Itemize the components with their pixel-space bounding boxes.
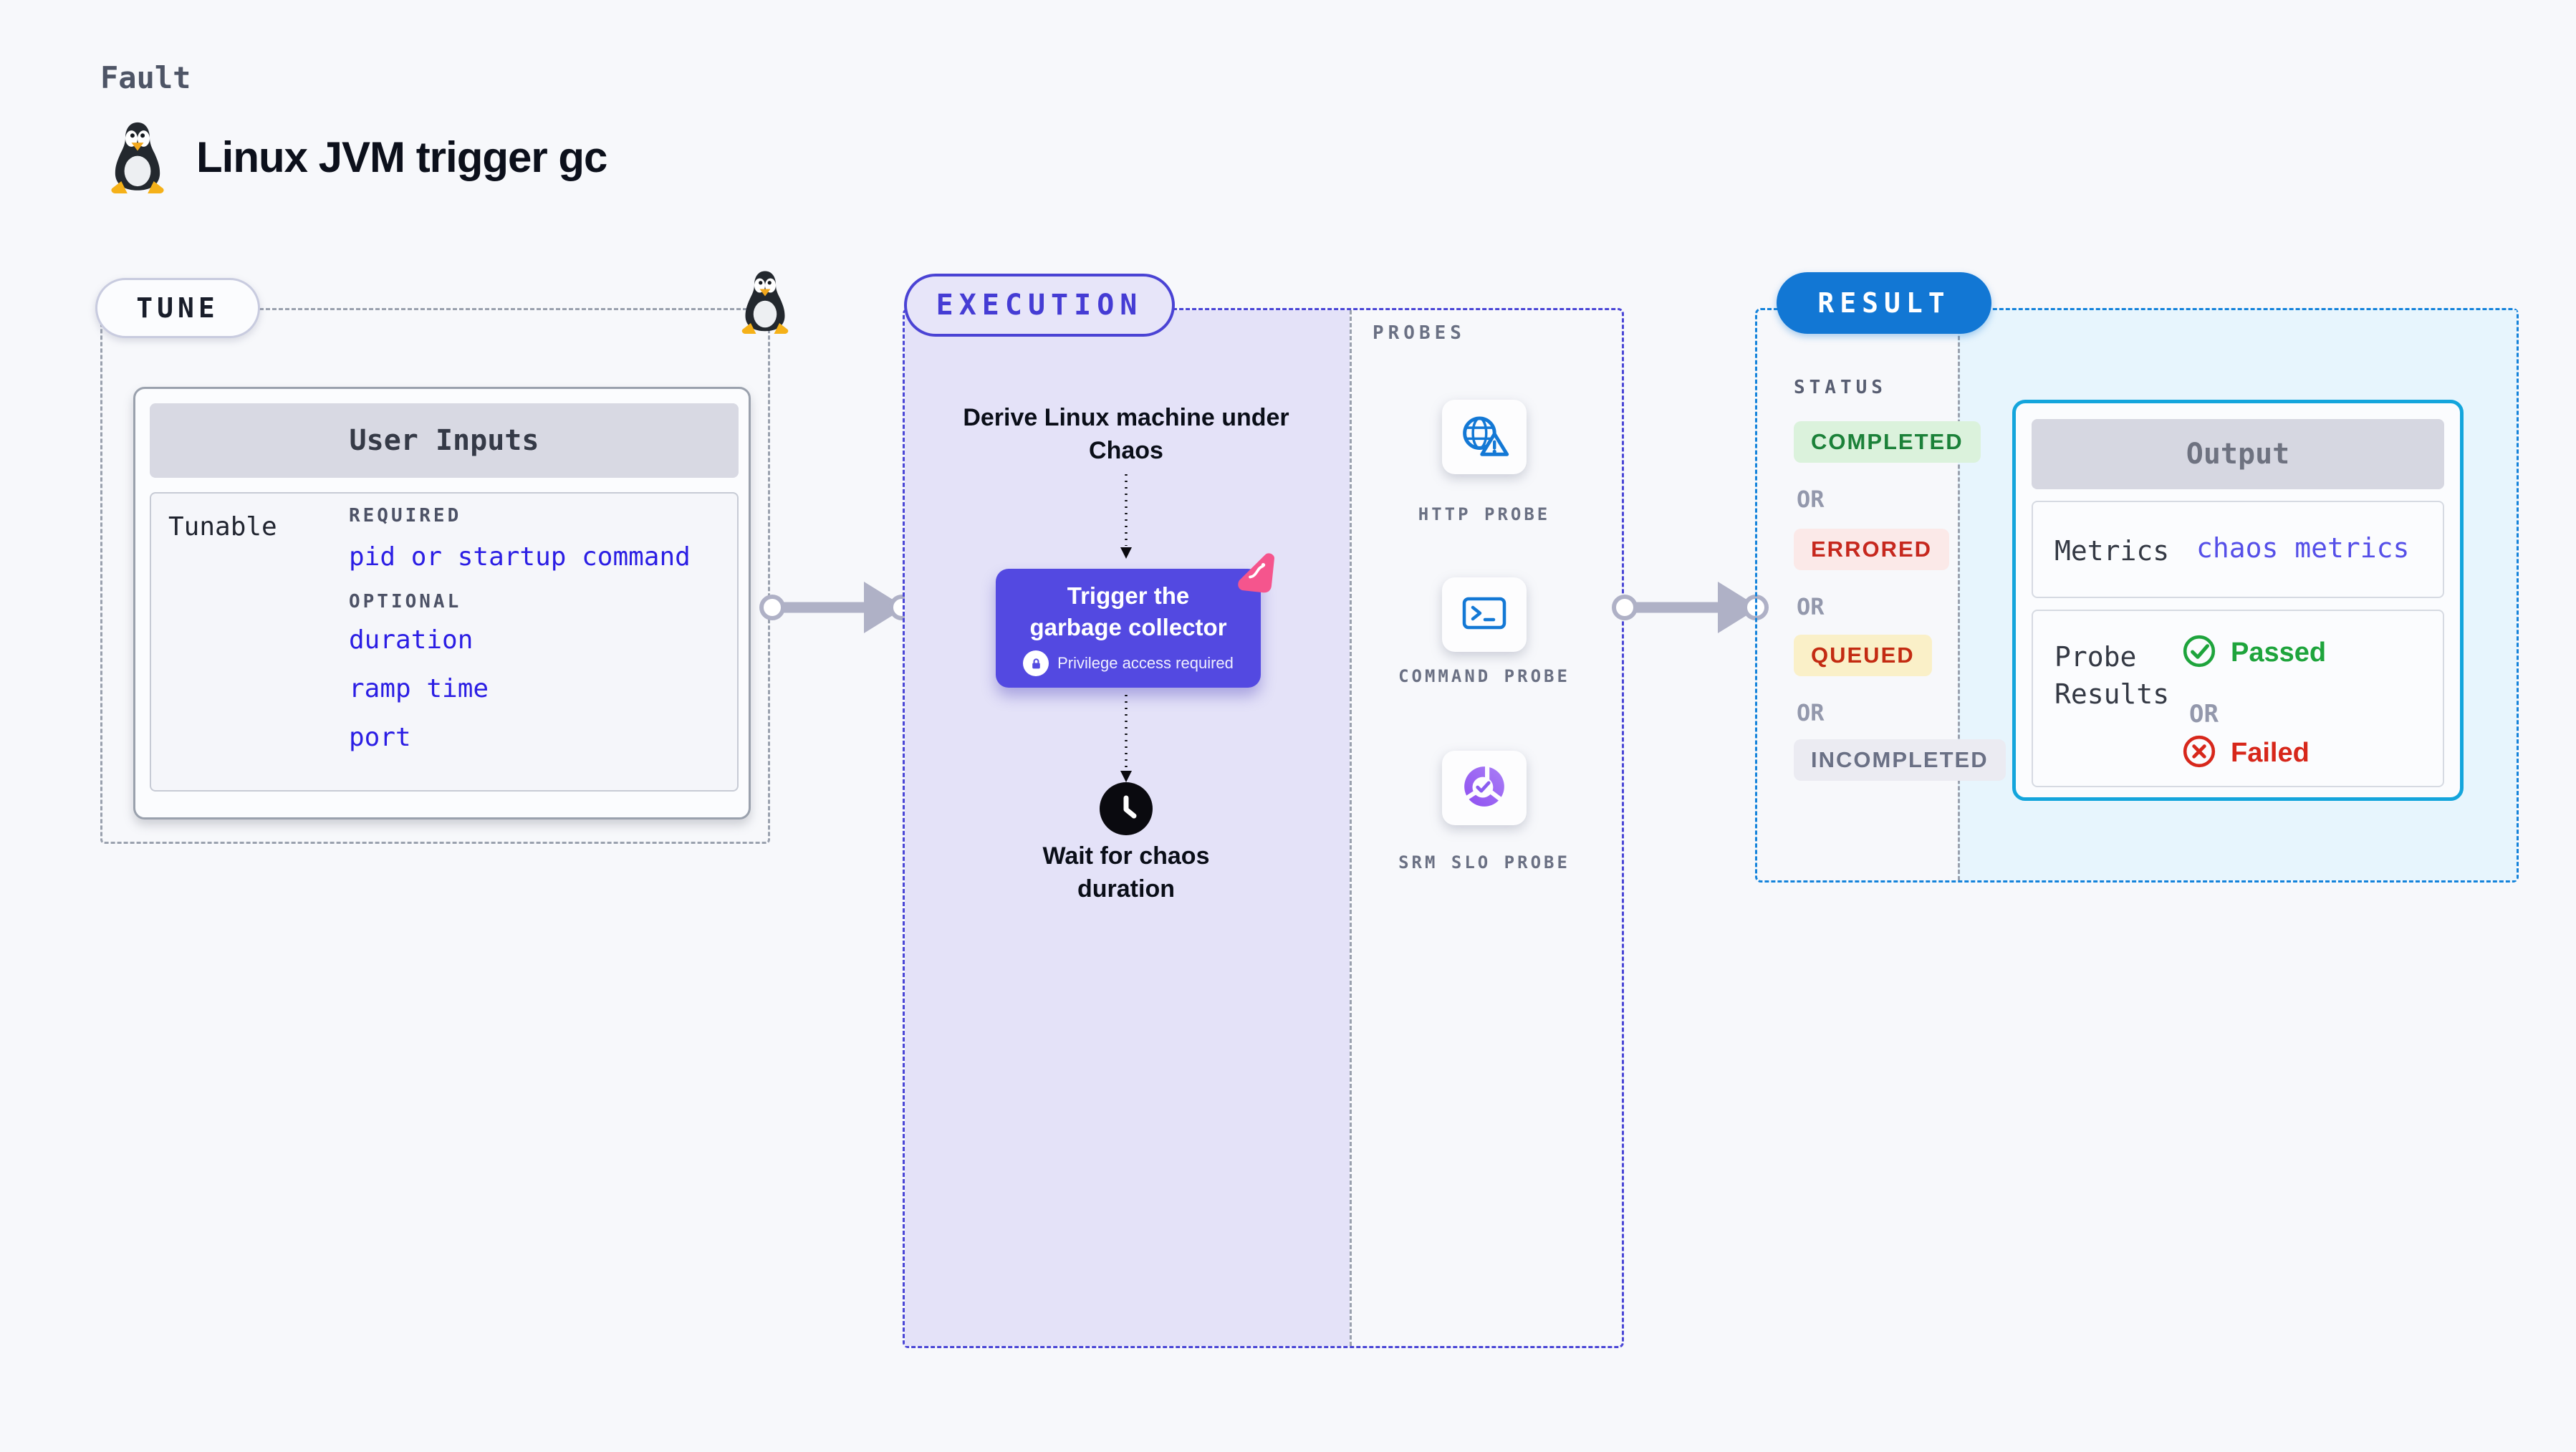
tunable-link-pid[interactable]: pid or startup command (349, 542, 691, 572)
failed-row: Failed (2182, 734, 2310, 772)
dotted-arrow-icon (1118, 693, 1135, 786)
tune-pill-label: TUNE (136, 292, 219, 324)
failed-label: Failed (2231, 738, 2310, 768)
http-probe-label: HTTP PROBE (1418, 504, 1551, 524)
probe-results-row: Probe Results Passed OR F (2032, 610, 2444, 787)
lock-icon (1023, 650, 1049, 676)
tunable-row-label: Tunable (168, 512, 277, 542)
required-section-label: REQUIRED (349, 505, 462, 527)
metrics-row: Metrics chaos metrics (2032, 501, 2444, 598)
dotted-arrow-icon (1118, 473, 1135, 562)
status-badge-completed: COMPLETED (1794, 421, 1981, 463)
trigger-gc-button[interactable]: Trigger the garbage collector Privilege … (996, 569, 1261, 688)
probes-label: PROBES (1373, 322, 1466, 344)
slo-gauge-icon (1461, 763, 1508, 814)
chaos-badge-icon (1231, 547, 1281, 599)
user-inputs-card: User Inputs Tunable REQUIRED pid or star… (133, 387, 751, 819)
execution-probes-divider (1350, 310, 1352, 1346)
command-probe-label: COMMAND PROBE (1398, 666, 1570, 686)
x-circle-icon (2182, 734, 2216, 772)
trigger-gc-button-line2: garbage collector (1029, 614, 1227, 640)
privilege-note: Privilege access required (1057, 654, 1234, 672)
status-label: STATUS (1794, 377, 1887, 398)
status-or-label: OR (1797, 486, 1825, 513)
execution-group-box (903, 308, 1624, 1348)
tunables-table: Tunable REQUIRED pid or startup command … (150, 492, 739, 792)
result-pill: RESULT (1777, 272, 1991, 334)
status-or-label: OR (1797, 593, 1825, 620)
result-pill-label: RESULT (1817, 287, 1951, 319)
wait-duration-text: Wait for chaos duration (1042, 842, 1210, 903)
status-badge-queued: QUEUED (1794, 635, 1932, 676)
output-header: Output (2032, 419, 2444, 489)
command-probe-card (1442, 577, 1527, 652)
tune-group-box (100, 308, 770, 844)
terminal-icon (1461, 595, 1507, 635)
chaos-metrics-link[interactable]: chaos metrics (2196, 532, 2410, 564)
derive-machine-text: Derive Linux machine under Chaos (963, 404, 1289, 464)
tunable-link-port[interactable]: port (349, 723, 411, 752)
user-inputs-header: User Inputs (150, 403, 739, 478)
linux-penguin-small-icon (738, 269, 792, 337)
execution-pill: EXECUTION (904, 274, 1175, 337)
passed-row: Passed (2182, 634, 2326, 672)
flow-arrow-icon (1612, 572, 1769, 647)
output-card: Output Metrics chaos metrics Probe Resul… (2012, 400, 2464, 801)
tunable-link-duration[interactable]: duration (349, 625, 474, 655)
clock-icon (1100, 782, 1153, 835)
probe-or-label: OR (2189, 700, 2219, 729)
result-status-divider (1958, 310, 1960, 880)
optional-section-label: OPTIONAL (349, 591, 462, 612)
linux-penguin-icon (106, 120, 169, 197)
fault-kicker: Fault (100, 60, 191, 95)
flow-arrow-icon (758, 572, 915, 647)
srm-slo-probe-label: SRM SLO PROBE (1398, 852, 1570, 872)
user-inputs-header-label: User Inputs (349, 424, 539, 457)
tunable-link-ramp-time[interactable]: ramp time (349, 674, 489, 703)
execution-pill-label: EXECUTION (936, 289, 1143, 322)
probe-results-label: Probe Results (2054, 641, 2170, 710)
output-header-label: Output (2186, 438, 2290, 471)
status-or-label: OR (1797, 699, 1825, 726)
srm-slo-probe-card (1442, 751, 1527, 825)
passed-label: Passed (2231, 638, 2327, 668)
check-circle-icon (2182, 634, 2216, 672)
tune-pill: TUNE (95, 278, 260, 338)
http-probe-card (1442, 400, 1527, 474)
trigger-gc-button-line1: Trigger the (1067, 582, 1190, 609)
status-badge-errored: ERRORED (1794, 529, 1950, 570)
globe-alert-icon (1459, 413, 1509, 462)
metrics-label: Metrics (2054, 535, 2170, 567)
page-title: Linux JVM trigger gc (196, 133, 607, 181)
status-badge-incompleted: INCOMPLETED (1794, 739, 2006, 781)
